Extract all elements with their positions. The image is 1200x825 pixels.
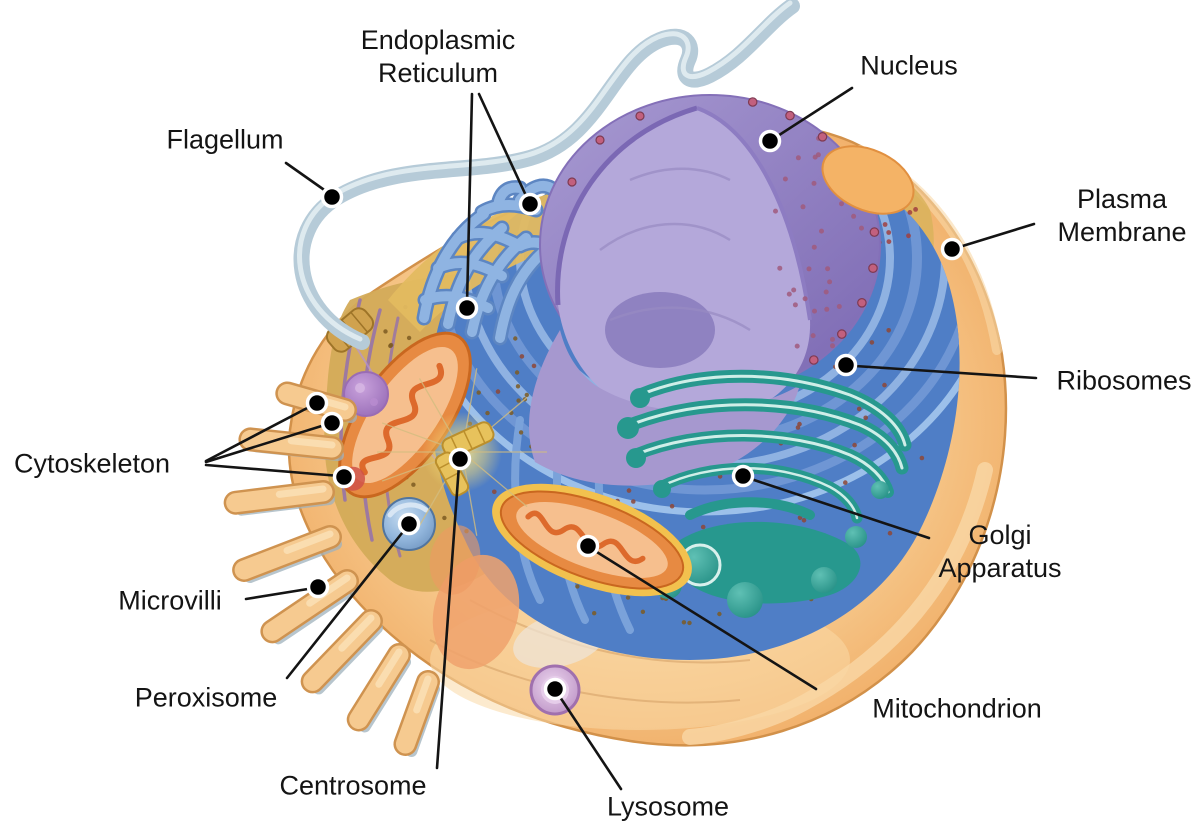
flagellum-marker-dot: [320, 185, 344, 209]
peroxisome-leader-line: [285, 526, 408, 680]
cytoskeleton-leader-line: [204, 463, 342, 478]
cytoskeleton-marker-dot: [320, 411, 344, 435]
plasma-membrane-marker-dot: [940, 237, 964, 261]
nucleus-organelle: [529, 94, 881, 486]
microvilli-leader-line: [244, 586, 316, 601]
endoplasmic-reticulum-leader-line: [477, 92, 530, 202]
nucleus-marker-dot: [758, 129, 782, 153]
centrosome-marker-dot: [448, 447, 472, 471]
ribosomes-marker-dot: [834, 353, 858, 377]
lysosome-marker-dot: [543, 677, 567, 701]
peroxisome-marker-dot: [397, 512, 421, 536]
golgi-organelle: [594, 369, 912, 618]
cytoskeleton-marker-dot: [305, 391, 329, 415]
microvilli-fingers: [223, 381, 440, 758]
plasma-membrane-leader-line: [954, 222, 1036, 250]
ribosomes-leader-line: [853, 364, 1038, 380]
cytoskeleton-leader-line: [204, 422, 330, 464]
mitochondrion-leader-line: [590, 547, 818, 691]
flagellum-tail: [293, 0, 800, 350]
flagellum-leader-line: [284, 161, 332, 196]
nucleus-leader-line: [771, 86, 854, 141]
lysosome-leader-line: [556, 692, 623, 791]
golgi-apparatus-marker-dot: [731, 464, 755, 488]
misc-organelles: [429, 145, 915, 670]
golgi-apparatus-leader-line: [746, 476, 931, 540]
microvilli-marker-dot: [306, 575, 330, 599]
cytoskeleton-leader-line: [204, 403, 315, 463]
centrosome-leader-line: [435, 463, 461, 770]
endoplasmic-reticulum-marker-dot: [518, 192, 542, 216]
mitochondrion-marker-dot: [576, 534, 600, 558]
cytoskeleton-marker-dot: [332, 465, 356, 489]
endoplasmic-reticulum-marker-dot: [455, 296, 479, 320]
endoplasmic-reticulum-leader-line: [465, 92, 474, 306]
